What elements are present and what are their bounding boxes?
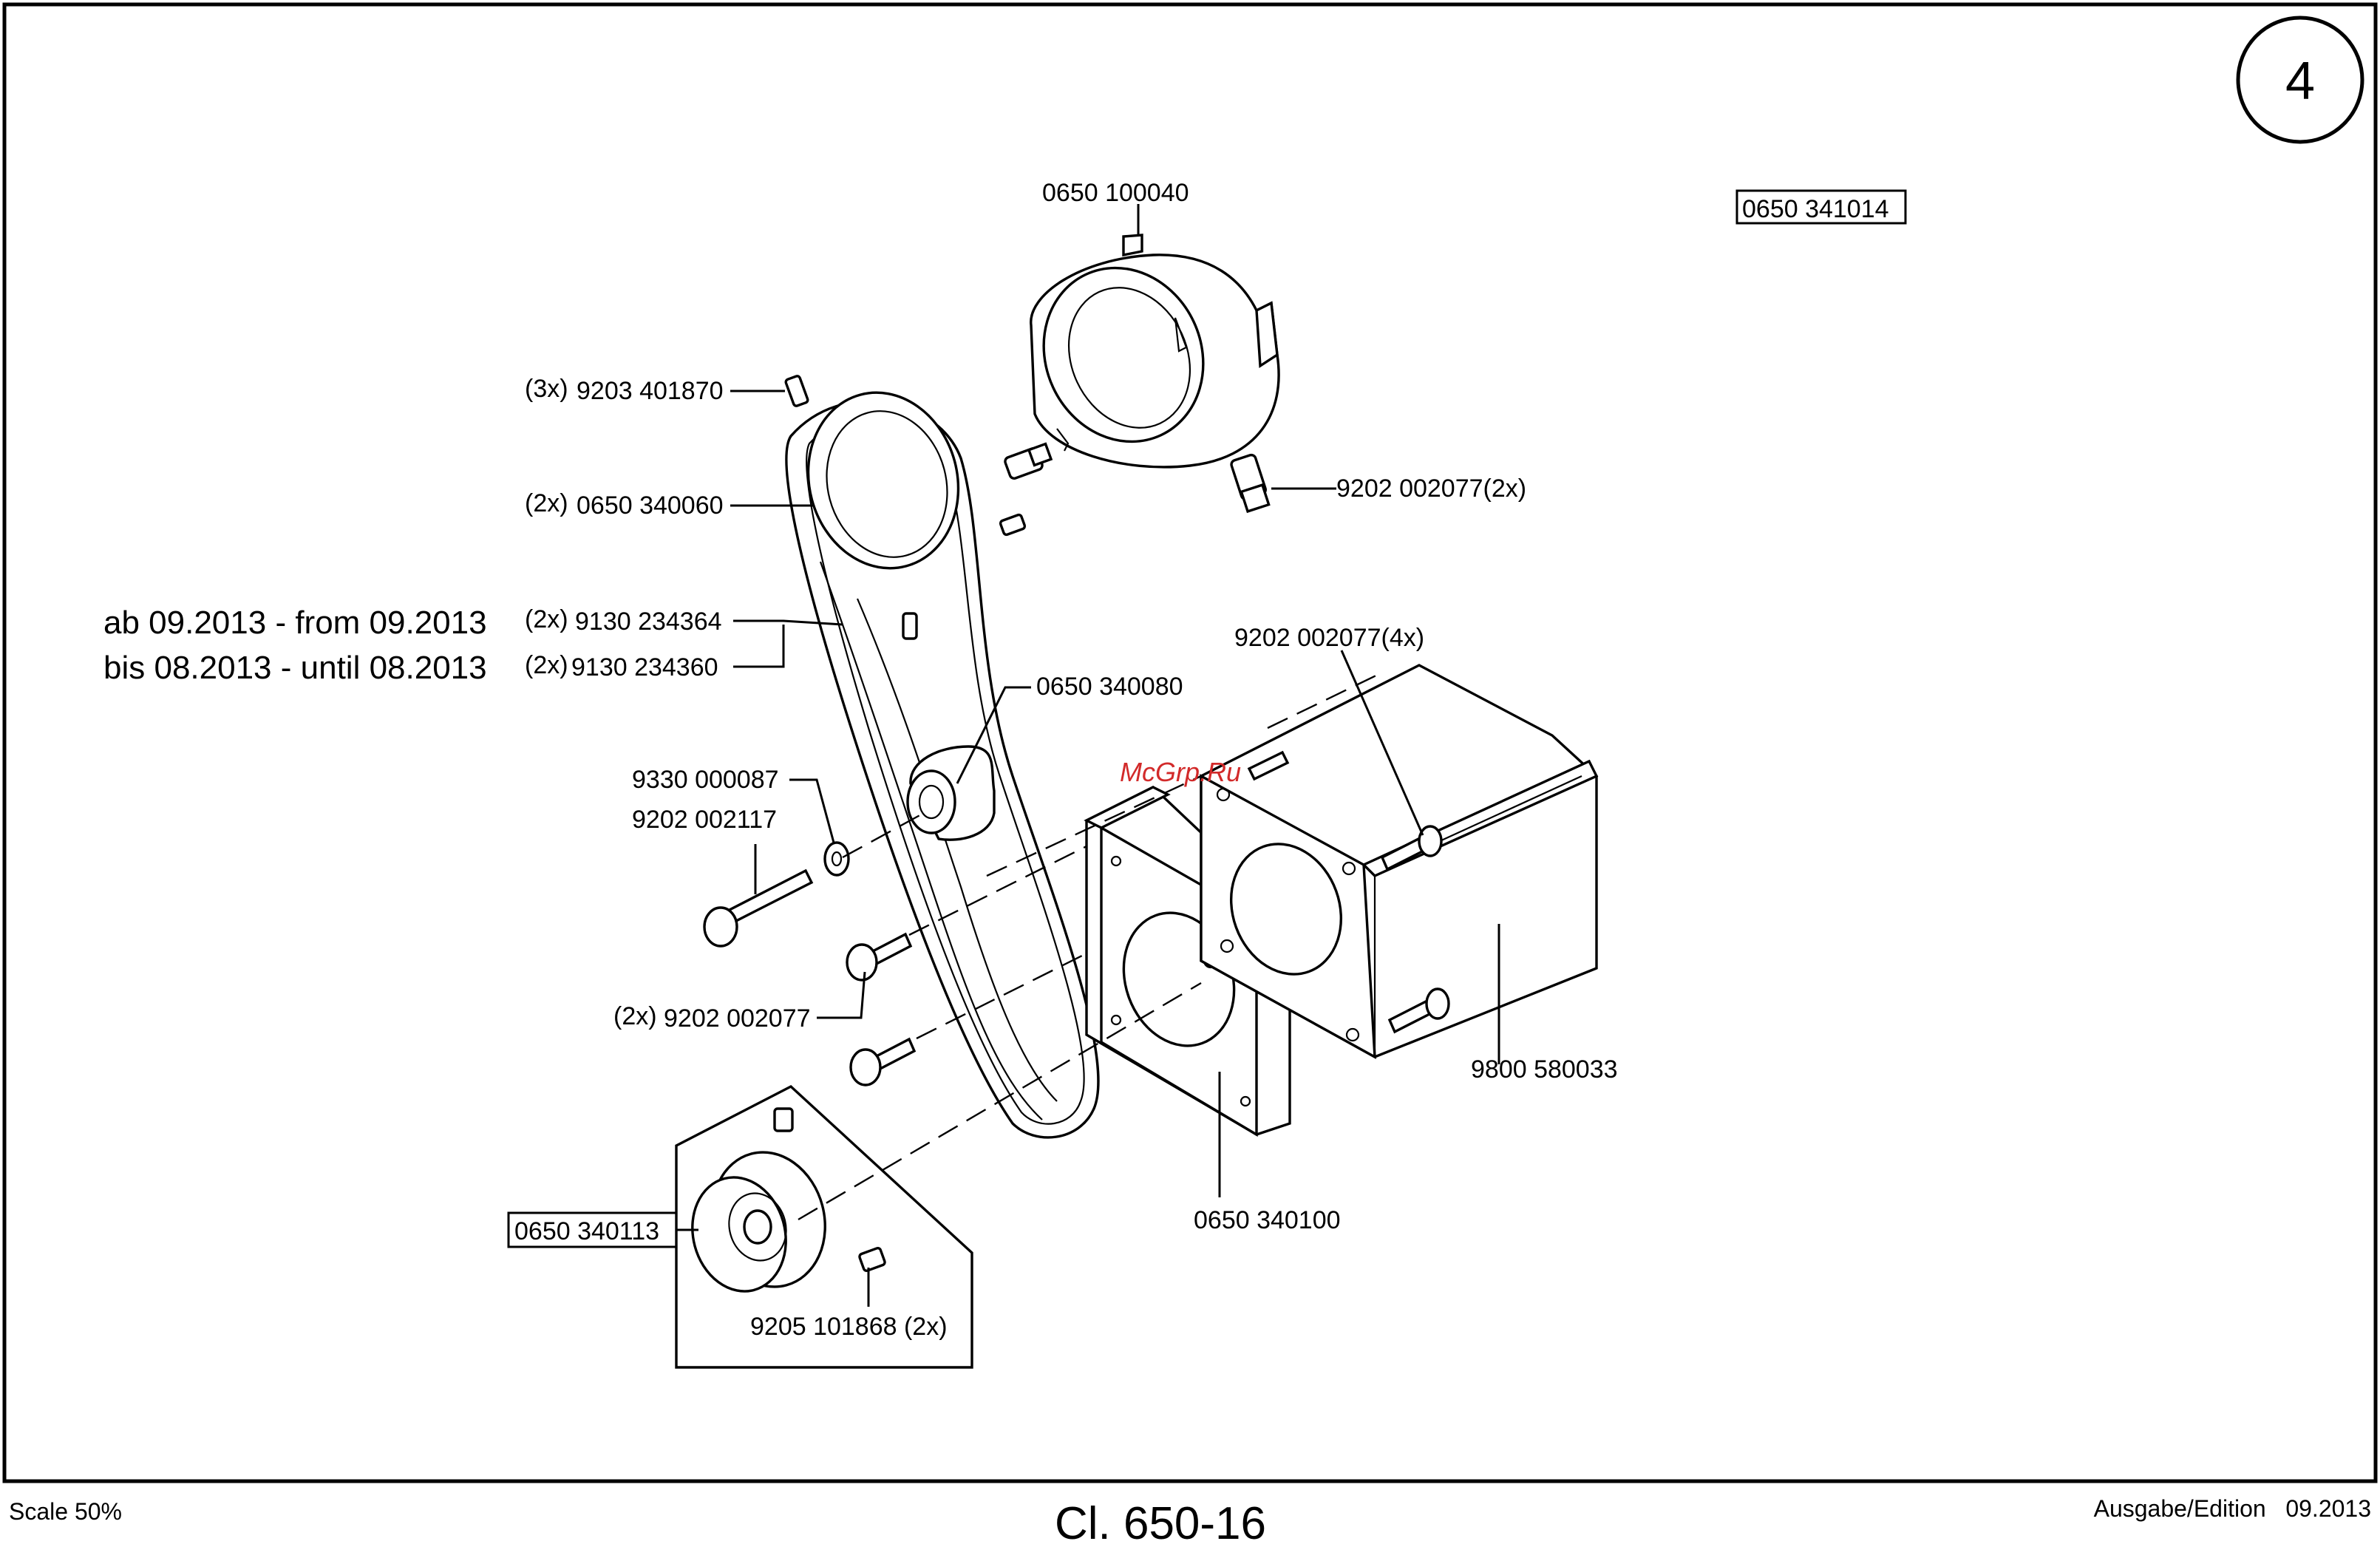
label-tensioner: 0650 340080: [1036, 673, 1183, 701]
housing-part: [1030, 234, 1280, 469]
page-number: 4: [2285, 52, 2315, 111]
label-from-qty: (2x): [525, 605, 568, 633]
motor-screw-3: [1247, 750, 1290, 781]
label-until-qty: (2x): [525, 651, 568, 679]
label-belt-qty: (2x): [525, 489, 568, 517]
note-from: ab 09.2013 - from 09.2013: [103, 605, 487, 641]
label-set-screw: 9205 101868 (2x): [750, 1313, 948, 1341]
belt-screws: [784, 375, 1027, 640]
pulley-ref-box: 0650 340113: [507, 1211, 678, 1248]
leader-lines: [676, 204, 1500, 1307]
set-screw-parts: [773, 1107, 886, 1272]
housing-screw: [1230, 453, 1271, 514]
label-plate-screw-qty: (2x): [613, 1002, 657, 1030]
housing-pin: [1004, 442, 1053, 480]
label-bolt: 9202 002117: [632, 806, 777, 834]
label-belt: 0650 340060: [577, 492, 724, 520]
label-housing-screw: 9202 002077(2x): [1336, 475, 1526, 503]
label-from-part: 9130 234364: [575, 608, 722, 636]
label-washer: 9330 000087: [632, 766, 779, 794]
assembly-ref: 0650 341014: [1742, 195, 1889, 223]
plate-screw-1: [846, 932, 913, 982]
assembly-axes: [798, 671, 1383, 1221]
label-plate: 0650 340100: [1194, 1206, 1341, 1234]
label-screw-3x-qty: (3x): [525, 375, 568, 403]
footer-edition: Ausgabe/Edition 09.2013: [2094, 1495, 2371, 1522]
assembly-ref-box: 0650 341014: [1735, 189, 1907, 225]
watermark-text: McGrp.Ru: [1120, 757, 1241, 787]
label-until-part: 9130 234360: [571, 653, 718, 681]
label-pulley-ref: 0650 340113: [514, 1217, 659, 1245]
note-until: bis 08.2013 - until 08.2013: [103, 650, 487, 686]
plate-screw-2: [849, 1037, 917, 1086]
footer-scale: Scale 50%: [9, 1498, 122, 1525]
footer-title: Cl. 650-16: [1055, 1498, 1266, 1544]
label-plate-screw: 9202 002077: [664, 1004, 811, 1033]
label-motor: 9800 580033: [1471, 1055, 1618, 1084]
pulley-detail-frame: [675, 1084, 973, 1369]
motor-screw-2: [1387, 987, 1450, 1034]
long-bolt: [703, 868, 814, 948]
motor-screw-1: [1380, 825, 1443, 871]
label-screw-3x: 9203 401870: [577, 377, 724, 405]
page-number-badge: 4: [2236, 16, 2364, 144]
tensioner-part: [906, 745, 996, 841]
drawing-frame: [2, 2, 2378, 1483]
label-motor-screw: 9202 002077(4x): [1234, 624, 1424, 652]
label-housing: 0650 100040: [1042, 179, 1189, 207]
pulley-part: [691, 1151, 826, 1293]
washer-part: [823, 841, 850, 877]
